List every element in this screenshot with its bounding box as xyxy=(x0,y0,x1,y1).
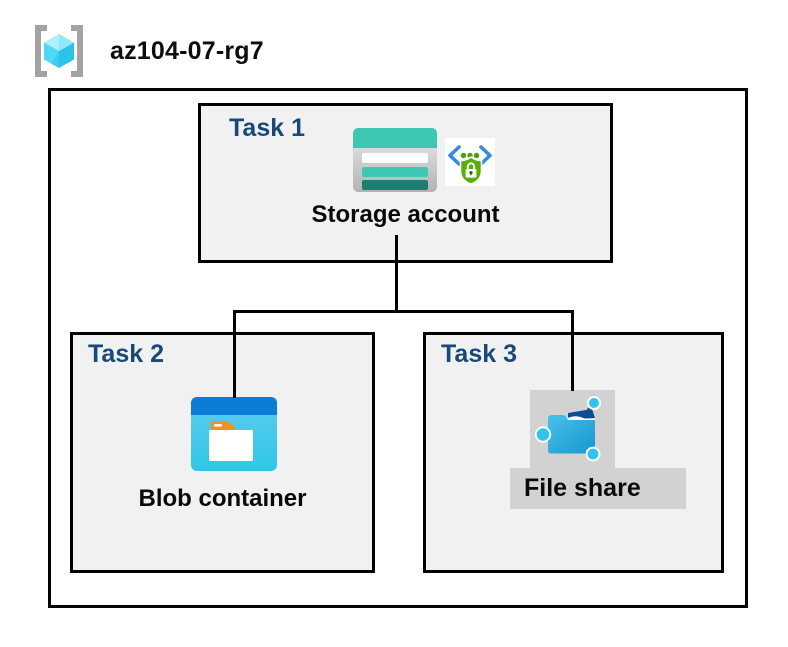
storage-account-icon xyxy=(353,128,437,192)
task1-box: Task 1 Storage accoun xyxy=(198,103,613,263)
file-share-icon-highlight xyxy=(530,390,615,468)
task3-label: Task 3 xyxy=(441,340,517,368)
resource-group-header: az104-07-rg7 xyxy=(30,22,264,80)
task1-label: Task 1 xyxy=(229,114,305,142)
task2-box: Task 2 Blob container xyxy=(70,332,375,573)
task2-label: Task 2 xyxy=(88,340,164,368)
task3-box: Task 3 File share xyxy=(423,332,724,573)
file-share-label-highlight: File share xyxy=(510,468,686,509)
resource-group-name: az104-07-rg7 xyxy=(110,36,264,65)
blob-container-folder-icon xyxy=(191,397,277,471)
storage-account-label: Storage account xyxy=(311,201,500,228)
blob-container-label: Blob container xyxy=(138,485,307,512)
file-share-folder-network-icon xyxy=(534,396,601,462)
code-brackets-shield-lock-icon xyxy=(445,138,495,186)
resource-group-cube-icon xyxy=(35,25,83,77)
file-share-label: File share xyxy=(524,474,641,502)
